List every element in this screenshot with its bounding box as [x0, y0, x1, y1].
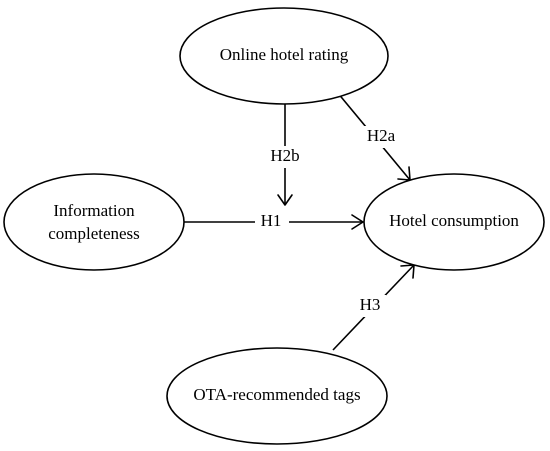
edge-h1: H1 [184, 211, 364, 232]
edge-h2b-label-bg [265, 146, 305, 168]
edge-h3-label-bg [354, 295, 386, 317]
node-online-hotel-rating-ellipse [179, 7, 389, 105]
node-ota-recommended-tags: OTA-recommended tags [166, 347, 388, 445]
edge-h2b-arrowhead [277, 194, 293, 206]
edge-h3: H3 [332, 264, 415, 351]
node-online-hotel-rating-label: Online hotel rating [220, 45, 349, 64]
node-hotel-consumption-label: Hotel consumption [389, 211, 519, 230]
edge-h2b-label: H2b [270, 146, 299, 165]
edge-h2a-label: H2a [367, 126, 396, 145]
edge-h2a: H2a [336, 91, 411, 181]
node-information-completeness-ellipse [3, 173, 185, 271]
edge-h2a-label-bg [362, 126, 398, 148]
edge-h1-arrowhead [351, 214, 364, 230]
node-ota-recommended-tags-ellipse [166, 347, 388, 445]
edge-h1-label: H1 [261, 211, 282, 230]
node-hotel-consumption: Hotel consumption [363, 173, 545, 271]
edge-h3-label: H3 [360, 295, 381, 314]
node-hotel-consumption-ellipse [363, 173, 545, 271]
edge-h2b: H2b [265, 104, 305, 206]
node-online-hotel-rating: Online hotel rating [179, 7, 389, 105]
node-information-completeness-label-line2: completeness [48, 224, 140, 243]
edge-h1-label-bg [255, 212, 289, 232]
node-information-completeness: Information completeness [3, 173, 185, 271]
node-information-completeness-label-line1: Information [53, 201, 135, 220]
node-ota-recommended-tags-label: OTA-recommended tags [193, 385, 360, 404]
